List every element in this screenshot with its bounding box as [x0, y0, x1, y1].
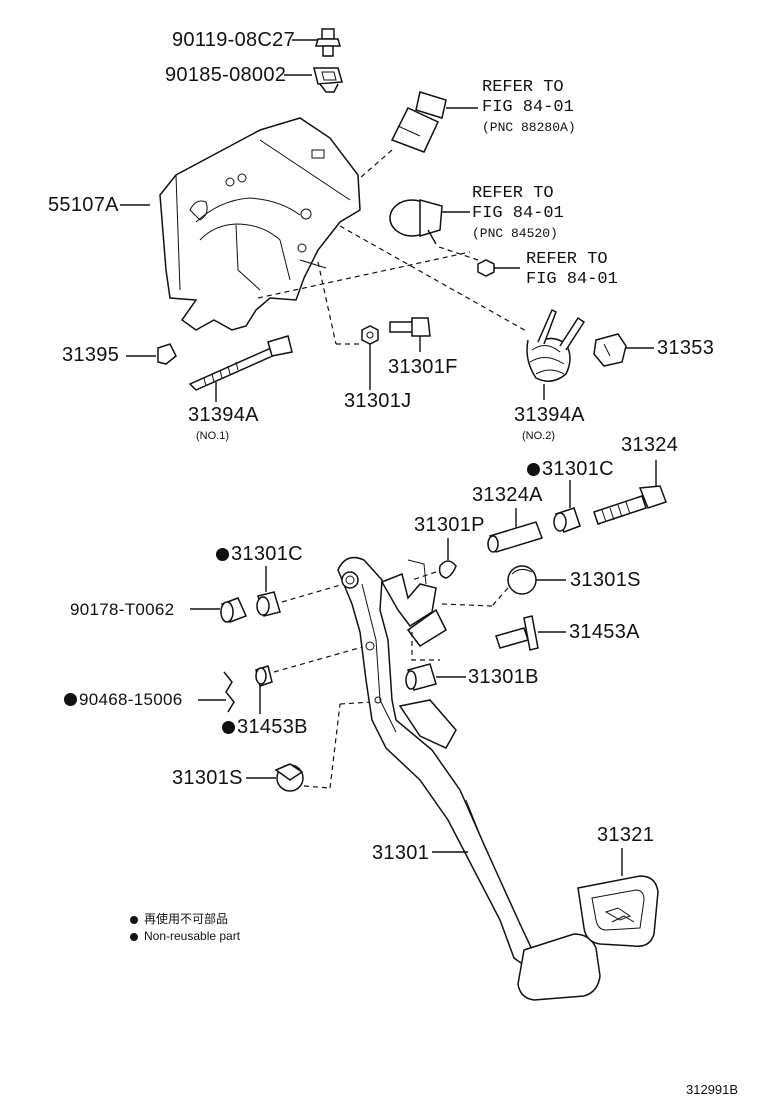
- clip-31301P-shape: [411, 538, 457, 581]
- pin-31453A-shape: [495, 615, 566, 651]
- label-31394A-no1: 31394A: [188, 404, 259, 426]
- ref1-line1: REFER TO: [482, 78, 564, 97]
- ref3-line1: REFER TO: [526, 250, 608, 269]
- pad-cover-31321-shape: [577, 848, 659, 947]
- nut-ref3-shape: [435, 245, 520, 277]
- ref1-line3: (PNC 88280A): [482, 120, 576, 135]
- brake-pedal-arm-shape: [337, 556, 537, 970]
- label-31395: 31395: [62, 344, 120, 366]
- label-31301S-right: 31301S: [570, 569, 641, 591]
- label-31321: 31321: [597, 824, 655, 846]
- stop-lamp-switch-shape: [359, 91, 478, 179]
- non-reusable-dot-icon: [527, 463, 540, 476]
- non-reusable-dot-icon: [216, 548, 229, 561]
- label-31301P: 31301P: [414, 514, 485, 536]
- bushing-90178-shape: [190, 597, 248, 623]
- label-31453A: 31453A: [569, 621, 640, 643]
- label-31301F: 31301F: [388, 356, 458, 378]
- diagram-id: 312991B: [686, 1082, 739, 1097]
- pedal-pad-shape: [517, 933, 601, 1001]
- legend-dot-icon: [130, 915, 138, 924]
- non-reusable-dot-icon: [222, 721, 235, 734]
- label-31301S-left: 31301S: [172, 767, 243, 789]
- pedal-sensor-shape: [389, 199, 470, 245]
- label-31353: 31353: [657, 337, 715, 359]
- label-31324: 31324: [621, 434, 679, 456]
- spring-31394A-no2-shape: [526, 308, 586, 400]
- tube-31324A-shape: [487, 508, 543, 553]
- collar-31301C-top-shape: [553, 480, 581, 533]
- ref3-line2: FIG 84-01: [526, 270, 618, 289]
- reference-callout-2: REFER TO FIG 84-01 (PNC 84520): [472, 184, 564, 244]
- label-55107A: 55107A: [48, 194, 119, 216]
- nut-90185-shape: [284, 67, 343, 93]
- label-31394A-no1-sub: (NO.1): [196, 430, 229, 442]
- bushing-31301B-shape: [405, 663, 466, 691]
- label-31394A-no2: 31394A: [514, 404, 585, 426]
- bolt-31301F-shape: [389, 317, 431, 352]
- legend-line-japanese: 再使用不可部品: [130, 910, 228, 927]
- label-31301B: 31301B: [468, 666, 539, 688]
- clip-90468-shape: [198, 671, 235, 713]
- label-31301C-top: 31301C: [527, 458, 614, 481]
- label-31301: 31301: [372, 842, 430, 864]
- legend-line-english: Non-reusable part: [130, 929, 240, 943]
- bolt-31324-shape: [593, 460, 667, 525]
- label-31324A: 31324A: [472, 484, 543, 506]
- bushing-31395-shape: [126, 343, 177, 365]
- ref2-line1: REFER TO: [472, 184, 554, 203]
- bolt-90119-shape: [292, 28, 341, 57]
- bracket-55107A-shape: [120, 117, 529, 345]
- ball-31301S-left-shape: [246, 701, 373, 792]
- label-90468-15006: 90468-15006: [64, 690, 183, 710]
- label-31301C-left: 31301C: [216, 543, 303, 566]
- ball-31301S-right-shape: [441, 565, 566, 607]
- nut-31301J-shape: [361, 325, 379, 390]
- ref2-line2: FIG 84-01: [472, 204, 564, 223]
- non-reusable-dot-icon: [64, 693, 77, 706]
- reference-callout-3: REFER TO FIG 84-01: [526, 250, 618, 290]
- label-31453B: 31453B: [222, 716, 308, 739]
- ref2-line3: (PNC 84520): [472, 226, 558, 241]
- label-90119-08C27: 90119-08C27: [172, 29, 296, 51]
- legend-dot-icon: [130, 932, 138, 941]
- collar-31301C-left-shape: [256, 566, 345, 617]
- label-31394A-no2-sub: (NO.2): [522, 430, 555, 442]
- label-31301J: 31301J: [344, 390, 412, 412]
- spring-31394A-no1-shape: [188, 335, 293, 402]
- reference-callout-1: REFER TO FIG 84-01 (PNC 88280A): [482, 78, 576, 138]
- label-90178-T0062: 90178-T0062: [70, 600, 175, 619]
- label-90185-08002: 90185-08002: [165, 64, 287, 86]
- cushion-31353-shape: [593, 333, 654, 367]
- ref1-line2: FIG 84-01: [482, 98, 574, 117]
- collar-31453B-shape: [255, 645, 367, 714]
